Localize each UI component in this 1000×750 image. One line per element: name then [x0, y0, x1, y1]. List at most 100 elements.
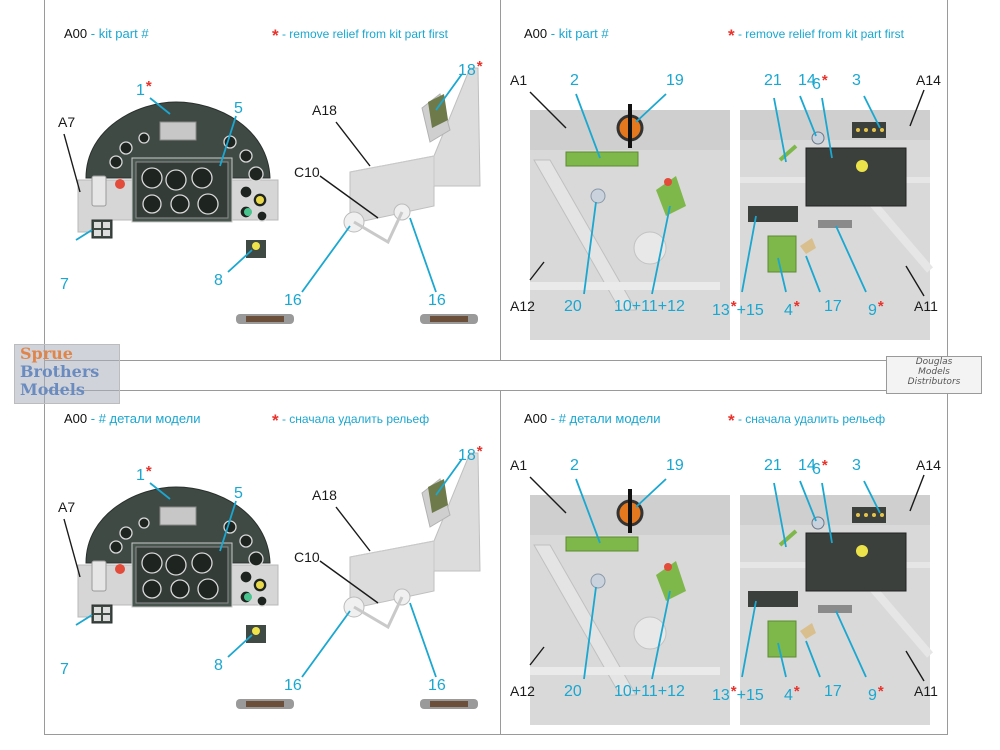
callout-text: *	[476, 443, 483, 460]
relief-note: * - remove relief from kit part first	[272, 26, 448, 46]
callout-3: 3	[852, 72, 861, 89]
parts-illustration	[63, 67, 481, 324]
panel-bottom-right: A00 - # детали модели * - сначала удалит…	[500, 395, 950, 745]
callout-17: 17	[824, 683, 842, 700]
callout-text: *	[793, 683, 800, 700]
watermark-left-line2: Brothers	[20, 362, 100, 381]
star-icon: *	[728, 26, 735, 45]
callout-13-15: 13*+15	[712, 298, 764, 320]
callout-text: 1	[136, 467, 145, 484]
part-code: A00	[524, 26, 548, 41]
callout-8: 8	[214, 657, 223, 674]
callout-text: *	[730, 298, 737, 315]
watermark-right-line1: Douglas	[915, 357, 953, 367]
callout-c10: C10	[294, 164, 320, 180]
part-code-header: A00 - kit part #	[64, 26, 149, 41]
callout-7: 7	[60, 276, 69, 293]
callout-a1: A1	[510, 457, 528, 473]
part-code-header: A00 - # детали модели	[64, 411, 201, 426]
callout-14: 14	[798, 457, 816, 474]
callout-6: 6*	[812, 72, 828, 94]
callout-text: 6	[812, 461, 821, 478]
callout-8: 8	[214, 272, 223, 289]
callout-text: *	[145, 463, 152, 480]
callout-a1: A1	[510, 72, 528, 88]
divider-top	[44, 360, 948, 361]
parts-illustration	[63, 452, 481, 709]
callout-text: *	[476, 58, 483, 75]
relief-note-text: - сначала удалить рельеф	[278, 412, 430, 426]
callout-text: 4	[784, 687, 793, 704]
douglas-models-watermark: Douglas Models Distributors	[886, 356, 982, 394]
callout-a18: A18	[312, 102, 337, 118]
callout-text: 13	[712, 302, 730, 319]
callout-10-11-12: 10+11+12	[614, 683, 685, 700]
callout-text: 9	[868, 302, 877, 319]
callout-9: 9*	[868, 683, 884, 705]
callout-a7: A7	[58, 499, 76, 515]
callout-a7: A7	[58, 114, 76, 130]
callout-text: 6	[812, 76, 821, 93]
part-code-header: A00 - # детали модели	[524, 411, 661, 426]
callout-1: 1*	[136, 463, 152, 485]
watermark-right-line3: Distributors	[907, 377, 961, 387]
star-icon: *	[728, 411, 735, 430]
relief-note: * - remove relief from kit part first	[728, 26, 904, 46]
callout-text: 13	[712, 687, 730, 704]
callout-text: *	[877, 298, 884, 315]
divider-vertical-top	[500, 0, 501, 360]
callout-c10: C10	[294, 549, 320, 565]
callout-text: *	[821, 457, 828, 474]
callout-13-15: 13*+15	[712, 683, 764, 705]
callout-16-left: 16	[284, 292, 302, 309]
callout-5: 5	[234, 100, 243, 117]
star-icon: *	[272, 26, 279, 45]
callout-9: 9*	[868, 298, 884, 320]
callout-a14: A14	[916, 457, 941, 473]
callout-3: 3	[852, 457, 861, 474]
watermark-right-line2: Models	[918, 367, 950, 377]
relief-note: * - сначала удалить рельеф	[272, 411, 429, 431]
callout-2: 2	[570, 72, 579, 89]
callout-1: 1*	[136, 78, 152, 100]
callout-text: *	[877, 683, 884, 700]
callout-21: 21	[764, 457, 782, 474]
callout-7: 7	[60, 661, 69, 678]
callout-text: 1	[136, 82, 145, 99]
part-note: - # детали модели	[87, 411, 201, 426]
part-code: A00	[64, 26, 88, 41]
part-code-header: A00 - kit part #	[524, 26, 609, 41]
part-note: - kit part #	[547, 26, 609, 41]
callout-20: 20	[564, 683, 582, 700]
callout-16-right: 16	[428, 292, 446, 309]
callout-text: +15	[736, 687, 764, 704]
panel-top-left: A00 - kit part # * - remove relief from …	[50, 10, 500, 360]
callout-a18: A18	[312, 487, 337, 503]
callout-18: 18*	[458, 58, 483, 80]
callout-text: 18	[458, 447, 476, 464]
callout-10-11-12: 10+11+12	[614, 298, 685, 315]
star-icon: *	[272, 411, 279, 430]
divider-vertical-bottom	[500, 390, 501, 735]
callout-2: 2	[570, 457, 579, 474]
relief-note-text: - remove relief from kit part first	[734, 27, 904, 41]
callout-a14: A14	[916, 72, 941, 88]
callout-5: 5	[234, 485, 243, 502]
part-code: A00	[524, 411, 548, 426]
callout-6: 6*	[812, 457, 828, 479]
callout-text: *	[730, 683, 737, 700]
cockpit-illustration	[529, 89, 934, 340]
panel-top-right: A00 - kit part # * - remove relief from …	[500, 10, 950, 360]
callout-text: +15	[736, 302, 764, 319]
callout-a12: A12	[510, 683, 535, 699]
callout-18: 18*	[458, 443, 483, 465]
callout-text: *	[793, 298, 800, 315]
cockpit-illustration	[529, 474, 934, 725]
callout-14: 14	[798, 72, 816, 89]
callout-text: *	[145, 78, 152, 95]
sprue-brothers-watermark: Sprue Brothers Models	[14, 344, 120, 404]
callout-a12: A12	[510, 298, 535, 314]
relief-note-text: - remove relief from kit part first	[278, 27, 448, 41]
callout-19: 19	[666, 72, 684, 89]
part-code: A00	[64, 411, 88, 426]
